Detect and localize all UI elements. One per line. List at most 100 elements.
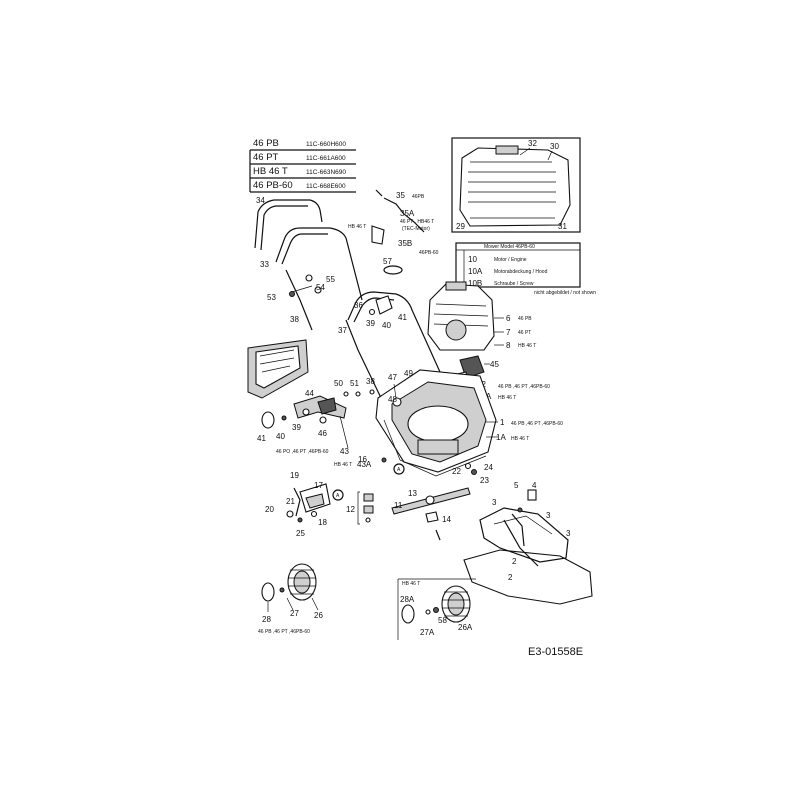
callout-23: 23 — [480, 476, 489, 485]
marker-a-deck: A — [397, 467, 401, 473]
callout-41-top: 41 — [398, 313, 407, 322]
callout-36: 36 — [354, 301, 363, 310]
callout-1: 1 — [500, 418, 505, 427]
callout-53: 53 — [267, 293, 276, 302]
callout-6: 6 — [506, 314, 511, 323]
callout-54: 54 — [316, 283, 325, 292]
callout-51: 51 — [350, 379, 359, 388]
callout-35: 35 — [396, 191, 405, 200]
handlebar-assembly: 34 33 53 54 55 38 37 39 40 41 36 35 46PB… — [254, 189, 441, 401]
note-wheels-left: 46 PB ,46 PT ,46PB-60 — [258, 629, 310, 635]
callout-35a: 35A — [400, 209, 415, 218]
model-code-4: 11C-668E600 — [306, 183, 346, 190]
note-35: 46PB — [412, 194, 425, 200]
model-table: 46 PB 11C-660H600 46 PT 11C-661A600 HB 4… — [249, 138, 356, 193]
mower-box-title: Mower Model 46PB-60 — [484, 244, 535, 250]
note-42a: HB 46 T — [498, 395, 516, 401]
callout-39-top: 39 — [366, 319, 375, 328]
callout-27a: 27A — [420, 628, 435, 637]
model-name-3: HB 46 T — [253, 166, 288, 177]
callout-39: 39 — [292, 423, 301, 432]
model-code-2: 11C-661A600 — [306, 155, 346, 162]
note-43a: HB 46 T — [334, 462, 352, 468]
callout-14: 14 — [442, 515, 451, 524]
mower-deck: 1 46 PB ,46 PT ,46PB-60 1A HB 46 T 47 49… — [375, 369, 563, 477]
callout-34: 34 — [256, 196, 265, 205]
callout-24: 24 — [484, 463, 493, 472]
callout-46: 46 — [318, 429, 327, 438]
callout-49: 49 — [404, 369, 413, 378]
callout-28: 28 — [262, 615, 271, 624]
mower-row-3-num: 10B — [468, 279, 482, 288]
blade-clip-kit: 12 — [346, 491, 374, 525]
callout-26: 26 — [314, 611, 323, 620]
callout-35b: 35B — [398, 239, 412, 248]
callout-33: 33 — [260, 260, 269, 269]
mower-row-2-text: Motorabdeckung / Hood — [494, 269, 548, 275]
engine-inset: 32 30 29 31 — [451, 137, 581, 233]
deck-fasteners: A 16 22 24 23 — [358, 455, 493, 485]
callout-28a: 28A — [400, 595, 415, 604]
callout-38: 38 — [366, 377, 375, 386]
callout-47: 47 — [388, 373, 397, 382]
callout-3-c: 3 — [566, 529, 571, 538]
marker-a-adjuster: A — [336, 493, 340, 499]
callout-26a: 26A — [458, 623, 473, 632]
callout-41: 41 — [257, 434, 266, 443]
note-1a: HB 46 T — [511, 436, 529, 442]
callout-40-top: 40 — [382, 321, 391, 330]
callout-48: 48 — [388, 395, 397, 404]
note-7: 46 PT — [518, 330, 531, 336]
callout-12: 12 — [346, 505, 355, 514]
model-code-1: 11C-660H600 — [306, 141, 346, 148]
note-hb46t-cable: HB 46 T — [348, 224, 366, 230]
callout-3-a: 3 — [492, 498, 497, 507]
mower-model-box: Mower Model 46PB-60 10 Motor / Engine 10… — [455, 242, 596, 296]
note-43: 46 PO ,46 PT ,46PB-60 — [276, 449, 329, 455]
mower-row-1-text: Motor / Engine — [494, 257, 527, 263]
callout-27: 27 — [290, 609, 299, 618]
callout-55: 55 — [326, 275, 335, 284]
callout-21: 21 — [286, 497, 295, 506]
callout-17: 17 — [314, 481, 323, 490]
callout-50: 50 — [334, 379, 343, 388]
note-35a: 46 PT , HB46 T — [400, 219, 434, 225]
callout-16: 16 — [358, 455, 367, 464]
model-name-1: 46 PB — [253, 138, 279, 149]
callout-11: 11 — [394, 501, 403, 510]
model-name-4: 46 PB-60 — [253, 180, 293, 191]
wheel-right: HB 46 T 28A 58 27A 26A — [397, 578, 476, 640]
callout-18: 18 — [318, 518, 327, 527]
height-adjuster: A 19 17 21 20 18 25 — [265, 471, 344, 538]
model-name-2: 46 PT — [253, 152, 279, 163]
blade-assembly: 13 11 14 — [391, 487, 471, 541]
callout-7: 7 — [506, 328, 511, 337]
note-wheels-right: HB 46 T — [402, 581, 420, 587]
callout-1a: 1A — [496, 433, 506, 442]
drawing-code: E3-01558E — [528, 646, 583, 658]
callout-40: 40 — [276, 432, 285, 441]
callout-37: 37 — [338, 326, 347, 335]
callout-25: 25 — [296, 529, 305, 538]
callout-43: 43 — [340, 447, 349, 456]
callout-4: 4 — [532, 481, 537, 490]
note-35b: 46PB-60 — [419, 250, 439, 256]
callout-30: 30 — [550, 142, 559, 151]
grass-catcher — [247, 339, 309, 399]
note-42: 46 PB ,46 PT ,46PB-60 — [498, 384, 550, 390]
mower-row-2-num: 10A — [468, 267, 483, 276]
note-6: 46 PB — [518, 316, 532, 322]
note-8: HB 46 T — [518, 343, 536, 349]
mower-row-1-num: 10 — [468, 255, 477, 264]
callout-5: 5 — [514, 481, 519, 490]
callout-2-a: 2 — [512, 557, 517, 566]
engine-block: 6 46 PB 7 46 PT 8 HB 46 T — [427, 281, 536, 351]
callout-2-b: 2 — [508, 573, 513, 582]
callout-57: 57 — [383, 257, 392, 266]
callout-8: 8 — [506, 341, 511, 350]
mower-row-3-text: Schraube / Screw — [494, 281, 534, 287]
callout-31: 31 — [558, 222, 567, 231]
callout-38-top: 38 — [290, 315, 299, 324]
